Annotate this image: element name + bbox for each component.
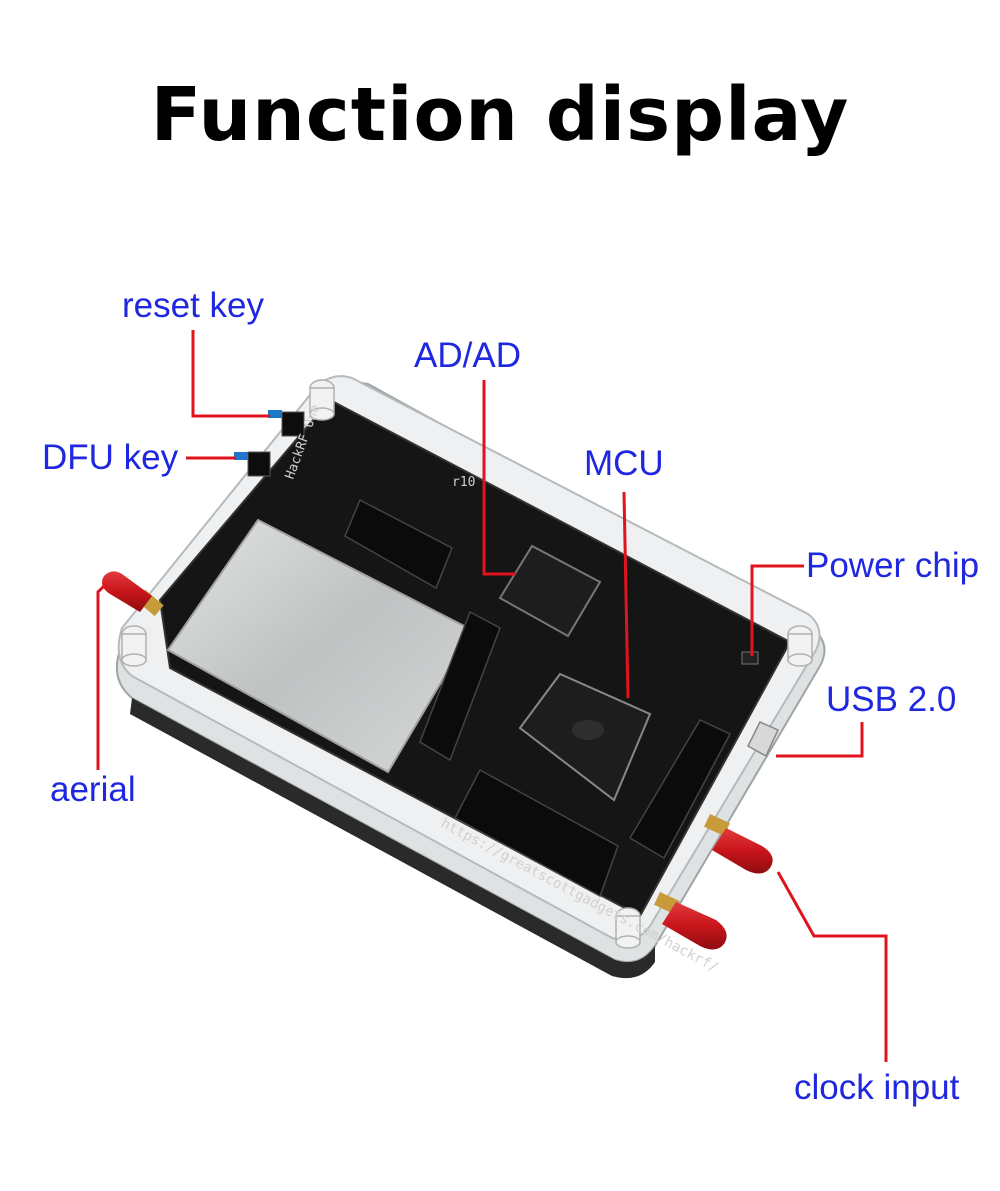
standoff-bottom-right xyxy=(615,907,641,949)
reset-key-label: reset key xyxy=(122,286,264,325)
pin-header-left-vertical xyxy=(419,610,501,762)
clock-input-leader xyxy=(776,871,888,1062)
power-chip-label: Power chip xyxy=(806,546,980,585)
clock-connector-1 xyxy=(704,814,773,874)
power-chip xyxy=(741,651,759,665)
usb-port xyxy=(747,721,779,758)
usb-leader xyxy=(776,722,864,758)
dfu-button xyxy=(234,451,271,477)
reset-key-leader xyxy=(191,330,270,418)
clock-connector-2 xyxy=(654,892,727,950)
mcu-label: MCU xyxy=(584,444,664,483)
ad-leader xyxy=(482,380,516,576)
standoff-top-left xyxy=(309,379,335,421)
board-revision-text: r10 xyxy=(452,475,475,490)
pin-header-top xyxy=(344,498,453,590)
pin-header-right-vertical xyxy=(628,719,732,860)
aerial-connector xyxy=(102,571,164,617)
pin-header-bottom xyxy=(453,768,619,898)
ad-chip xyxy=(498,544,602,638)
standoff-top-right xyxy=(787,625,813,667)
reset-button xyxy=(268,410,305,437)
clock-input-label: clock input xyxy=(794,1068,960,1107)
page-title: Function display xyxy=(150,72,850,158)
power-chip-leader xyxy=(750,564,804,656)
aerial-label: aerial xyxy=(50,770,136,809)
ad-label: AD/AD xyxy=(414,336,521,375)
mcu-leader xyxy=(622,491,630,699)
aerial-leader xyxy=(96,582,108,770)
standoff-bottom-left xyxy=(121,625,147,667)
usb-label: USB 2.0 xyxy=(826,680,957,719)
leader-lines xyxy=(96,330,888,1062)
dfu-key-label: DFU key xyxy=(42,438,179,477)
mcu-chip xyxy=(518,672,652,802)
